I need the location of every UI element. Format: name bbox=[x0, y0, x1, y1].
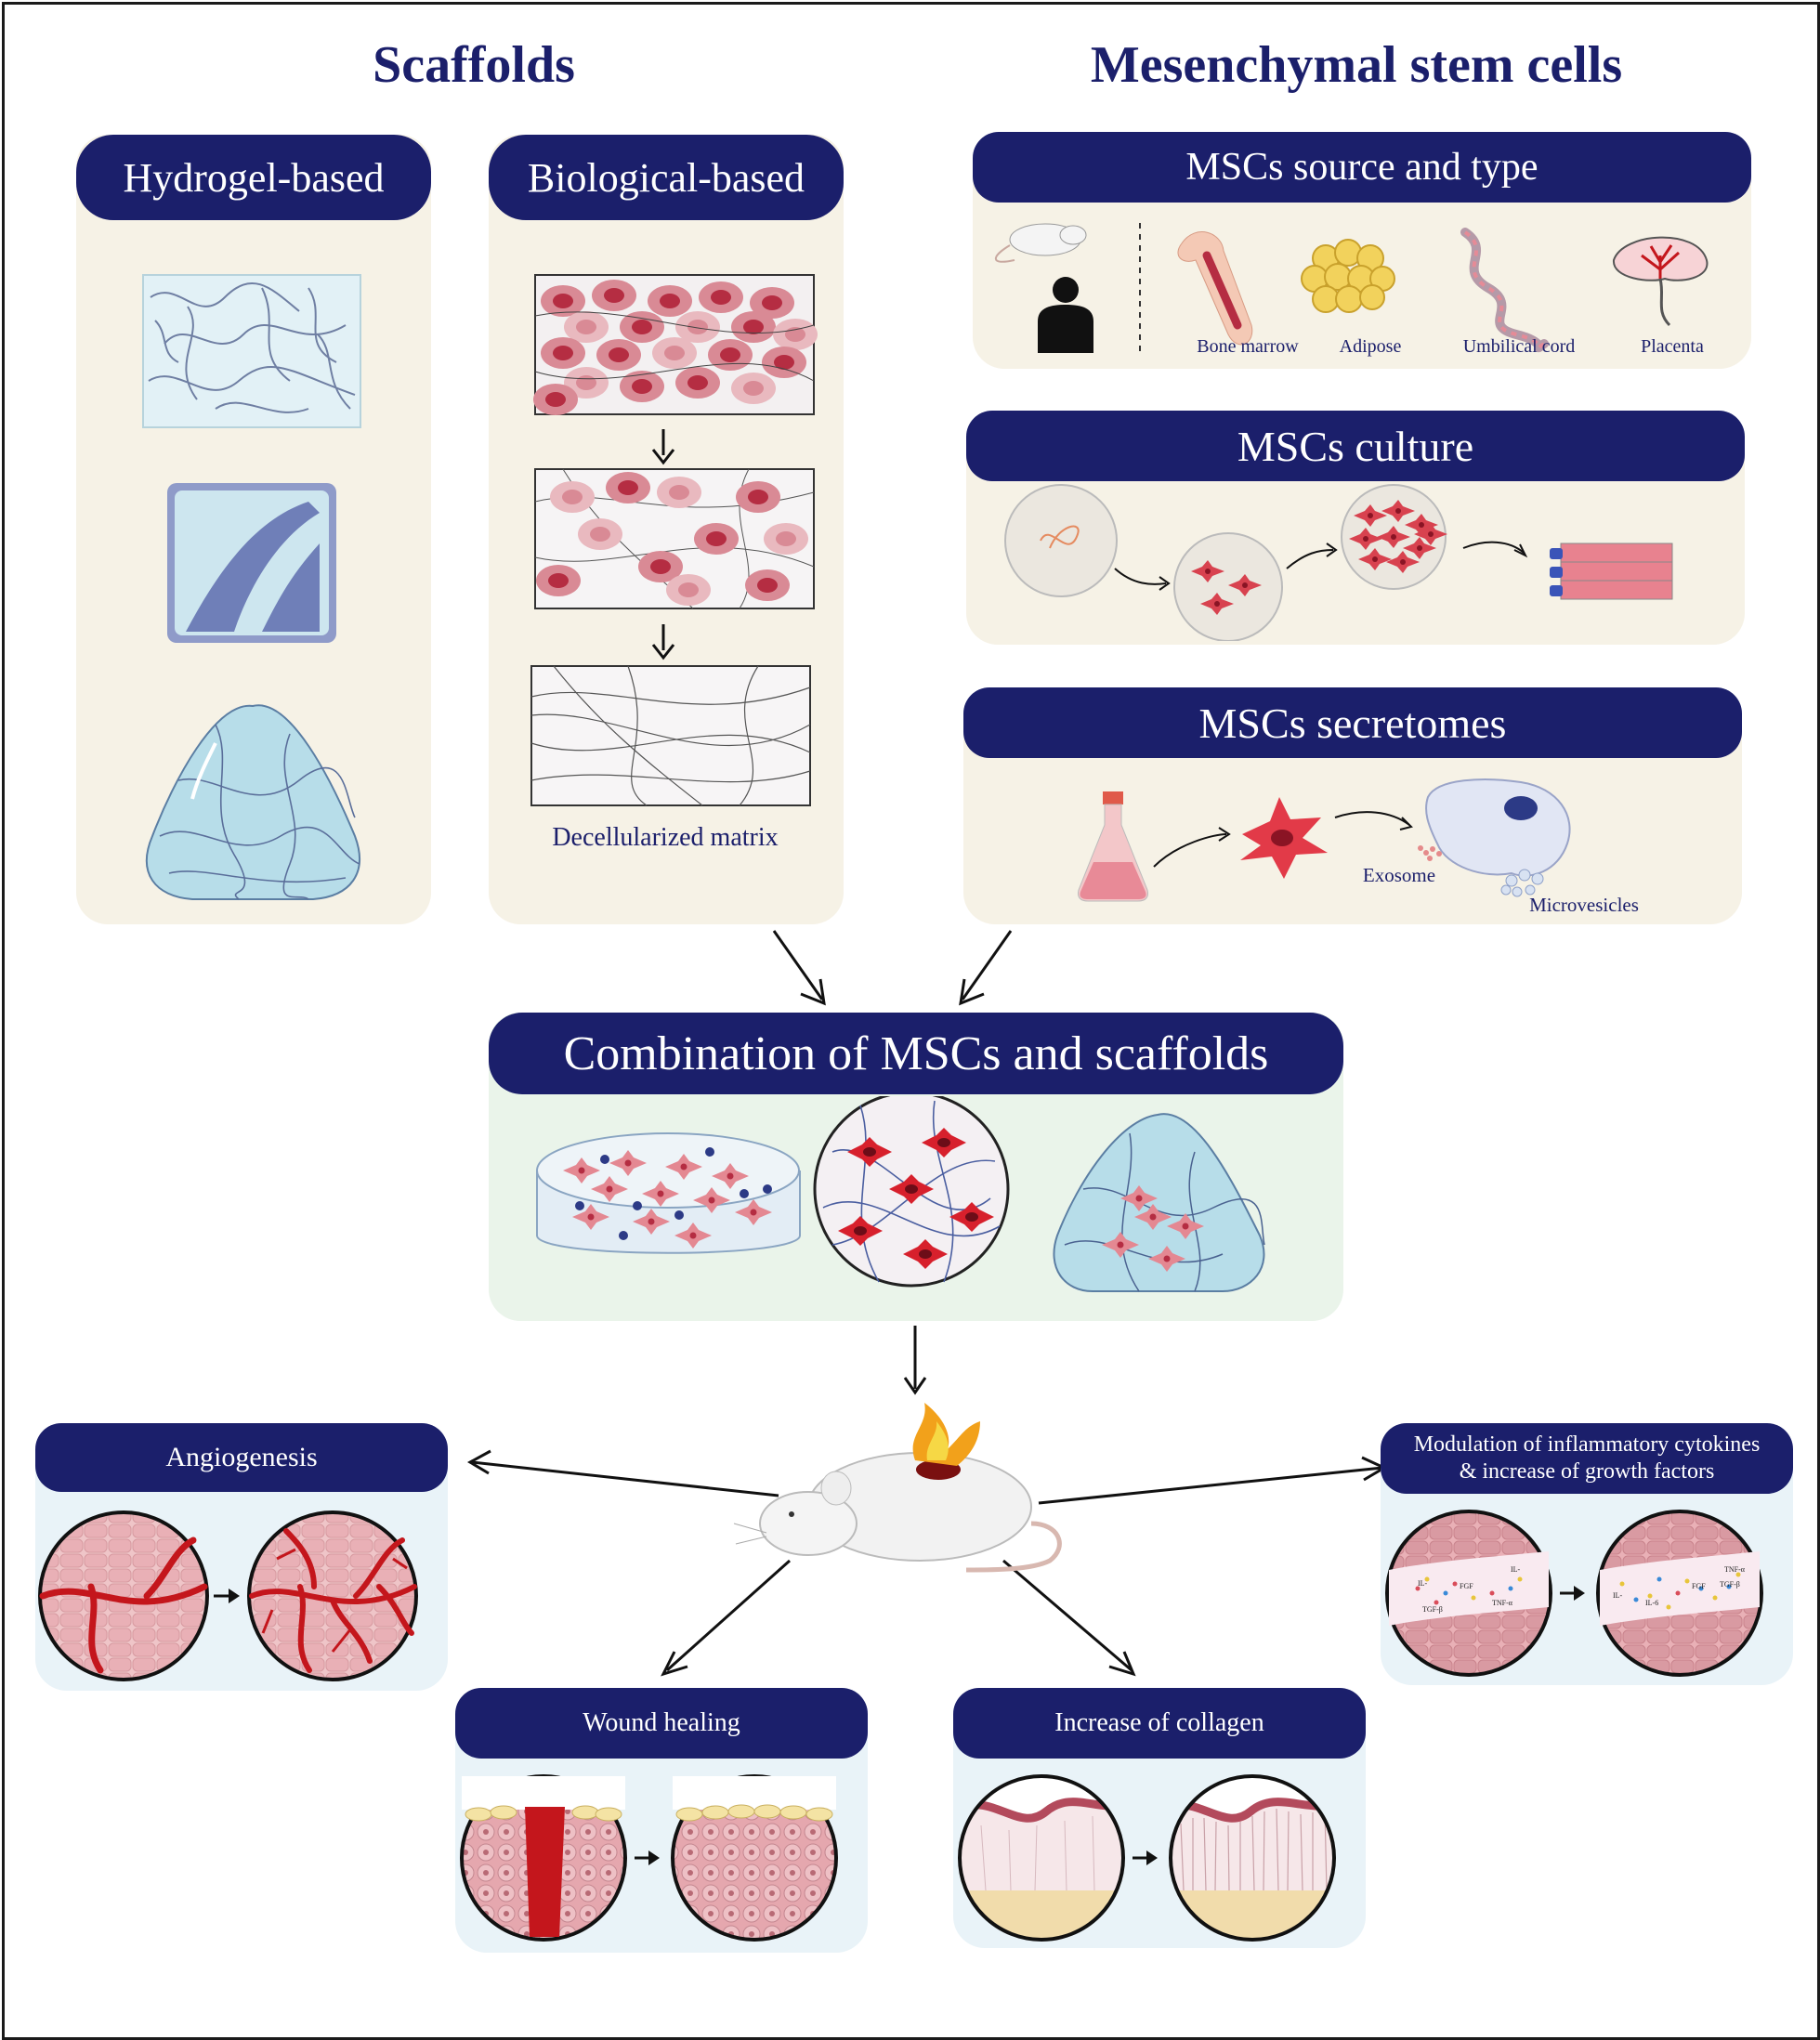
collagen-illustration bbox=[958, 1774, 1336, 1942]
collagen-after-icon bbox=[1171, 1776, 1334, 1940]
hydrogel-block-icon bbox=[167, 483, 336, 643]
cytokines-after-icon bbox=[1596, 1510, 1763, 1677]
hydrogel-header: Hydrogel-based bbox=[76, 135, 431, 220]
adipose-icon bbox=[1301, 239, 1395, 313]
cytokine-label: TNF-α bbox=[1724, 1565, 1746, 1574]
collagen-header: Increase of collagen bbox=[953, 1688, 1366, 1759]
wound-before-icon bbox=[460, 1774, 627, 1942]
receiving-cell-icon bbox=[1425, 778, 1571, 877]
msc-secretomes-illustrations bbox=[1078, 778, 1571, 902]
source-label-placenta: Placenta bbox=[1641, 336, 1704, 357]
decellularized-matrix-icon bbox=[530, 665, 811, 806]
msc-secretomes-header: MSCs secretomes bbox=[963, 687, 1742, 758]
native-tissue-icon bbox=[533, 274, 818, 415]
modulation-illustration: IL- FGF IL- TNF-α TGF-β IL- IL-6 FGF TNF… bbox=[1385, 1510, 1763, 1677]
msc-culture-header: MSCs culture bbox=[966, 411, 1745, 481]
decellularized-label: Decellularized matrix bbox=[552, 823, 779, 852]
source-label-adipose: Adipose bbox=[1339, 336, 1402, 357]
cytokine-label: IL- bbox=[1418, 1579, 1428, 1588]
biological-illustrations bbox=[530, 274, 818, 806]
hydrogel-fiber-mesh-icon bbox=[142, 274, 361, 428]
wound-healing-illustration bbox=[460, 1774, 838, 1942]
cytokine-label: IL- bbox=[1511, 1565, 1521, 1574]
modulation-header: Modulation of inflammatory cytokines & i… bbox=[1381, 1423, 1793, 1494]
cytokine-label: FGF bbox=[1460, 1582, 1473, 1590]
bone-marrow-icon bbox=[1177, 231, 1253, 346]
cytokines-before-icon bbox=[1385, 1510, 1552, 1677]
burn-wound-icon bbox=[912, 1403, 980, 1480]
msc-heading: Mesenchymal stem cells bbox=[1090, 36, 1623, 94]
multilayer-flask-icon bbox=[1550, 543, 1673, 600]
human-icon bbox=[1038, 277, 1093, 353]
cytokine-label: TGF-β bbox=[1422, 1605, 1443, 1614]
tissue-explant-dish-icon bbox=[1004, 484, 1118, 597]
microvesicles-icon bbox=[1500, 869, 1544, 897]
hydrogel-triangle-icon bbox=[146, 704, 360, 900]
partially-decellularized-icon bbox=[534, 468, 815, 609]
cytokine-label: TNF-α bbox=[1492, 1599, 1513, 1607]
arrows-to-combination bbox=[772, 930, 1013, 1006]
msc-culture-illustrations bbox=[1004, 484, 1673, 641]
scaffolds-heading: Scaffolds bbox=[373, 36, 575, 94]
cytokine-label: IL-6 bbox=[1645, 1599, 1658, 1607]
angiogenesis-illustration bbox=[38, 1510, 418, 1681]
burned-mouse-illustration bbox=[466, 1403, 1388, 1677]
disc-scaffold-icon bbox=[536, 1132, 801, 1254]
cytokine-label: IL- bbox=[1613, 1591, 1623, 1600]
wound-healing-header: Wound healing bbox=[455, 1688, 868, 1759]
msc-cell-icon bbox=[1240, 797, 1328, 879]
arrow-to-mouse bbox=[903, 1326, 927, 1395]
angiogenesis-header: Angiogenesis bbox=[35, 1423, 448, 1492]
modulation-title-line1: Modulation of inflammatory cytokines bbox=[1413, 1432, 1761, 1458]
vessel-after-icon bbox=[247, 1510, 418, 1681]
hydrogel-illustrations bbox=[142, 274, 361, 900]
cytokine-label: FGF bbox=[1692, 1582, 1706, 1590]
biological-header: Biological-based bbox=[489, 135, 844, 220]
umbilical-cord-icon bbox=[1460, 228, 1549, 353]
triangle-scaffold-icon bbox=[1053, 1113, 1265, 1292]
modulation-title-line2: & increase of growth factors bbox=[1459, 1459, 1715, 1484]
combination-illustrations bbox=[536, 1096, 1265, 1292]
vessel-before-icon bbox=[38, 1510, 209, 1681]
confluent-dish-icon bbox=[1341, 484, 1447, 590]
combination-header: Combination of MSCs and scaffolds bbox=[489, 1013, 1343, 1094]
sphere-scaffold-icon bbox=[813, 1096, 1010, 1288]
wound-after-icon bbox=[671, 1774, 838, 1942]
mouse-icon bbox=[733, 1452, 1062, 1573]
collagen-before-icon bbox=[960, 1776, 1123, 1940]
isolated-cells-dish-icon bbox=[1173, 532, 1283, 641]
cytokine-labels: IL- FGF IL- TNF-α TGF-β IL- IL-6 FGF TNF… bbox=[1418, 1565, 1746, 1614]
source-label-bone-marrow: Bone marrow bbox=[1197, 336, 1299, 357]
microvesicles-label: Microvesicles bbox=[1529, 894, 1639, 916]
conditioned-medium-bottle-icon bbox=[1078, 791, 1148, 902]
msc-source-header: MSCs source and type bbox=[973, 132, 1751, 203]
cytokine-label: TGF-β bbox=[1720, 1580, 1740, 1589]
msc-source-illustrations bbox=[994, 223, 1709, 353]
mouse-icon bbox=[994, 223, 1087, 263]
exosome-label: Exosome bbox=[1362, 864, 1436, 886]
exosome-icon bbox=[1418, 845, 1442, 861]
source-label-umbilical-cord: Umbilical cord bbox=[1462, 336, 1576, 357]
placenta-icon bbox=[1612, 236, 1709, 327]
